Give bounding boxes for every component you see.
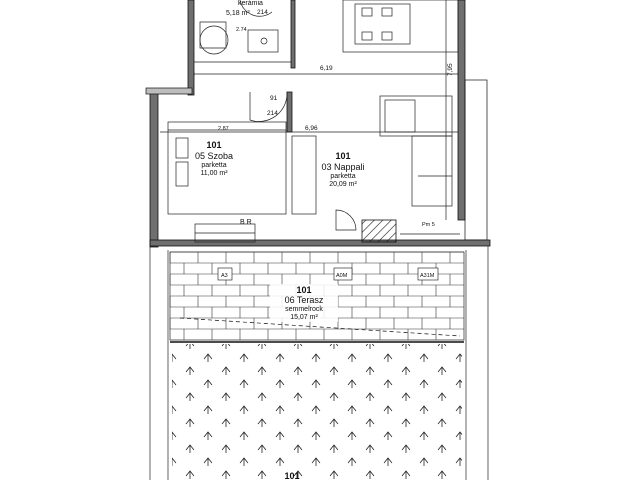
- svg-text:101: 101: [206, 140, 221, 150]
- room-label-living: 101 03 Nappali parketta 20,09 m²: [321, 151, 364, 188]
- svg-text:parketta: parketta: [201, 162, 226, 169]
- tag-a0m: A0M: [336, 273, 348, 279]
- dimension-lines: 6,19 7,95 2.87 6,96 91 214: [160, 0, 459, 220]
- bath-floor: kerámia: [238, 0, 263, 7]
- svg-text:15,07 m²: 15,07 m²: [290, 314, 318, 321]
- dining-area: [342, 0, 459, 53]
- wardrobe: [291, 135, 317, 215]
- slope-line: [179, 317, 461, 337]
- hatched-block: [361, 219, 397, 243]
- bathroom: kerámia 5,18 m² 214 2.74: [194, 0, 291, 63]
- svg-text:20,09 m²: 20,09 m²: [329, 181, 357, 188]
- terrace-tags: A3 A0M A31M: [217, 267, 439, 281]
- room-label-terrace: 101 06 Terasz semmelrock 15,07 m²: [270, 284, 338, 322]
- dim-bedroom-width: 2.87: [218, 126, 229, 132]
- svg-text:03 Nappali: 03 Nappali: [321, 162, 364, 172]
- svg-text:101: 101: [335, 151, 350, 161]
- svg-text:06 Terasz: 06 Terasz: [285, 295, 324, 305]
- svg-text:05 Szoba: 05 Szoba: [195, 151, 233, 161]
- exterior-walls: [145, 0, 491, 248]
- tag-a3: A3: [221, 273, 228, 279]
- svg-text:11,00 m²: 11,00 m²: [200, 170, 228, 177]
- bottom-openings: B R Pm 5: [194, 219, 460, 243]
- sofa: [379, 95, 453, 207]
- dim-door-w: 91: [270, 95, 278, 102]
- dim-height-right: 7,95: [447, 63, 454, 76]
- dim-bath-small: 2.74: [236, 27, 247, 33]
- label-pm: Pm 5: [422, 222, 435, 228]
- dim-width-mid: 6,96: [305, 125, 318, 132]
- dim-door-h: 214: [267, 110, 278, 117]
- bedroom-bed: [167, 121, 287, 215]
- label-br: B R: [240, 219, 252, 226]
- svg-text:101: 101: [296, 285, 311, 295]
- room-label-lower: 101: [284, 471, 299, 480]
- doors: [249, 91, 357, 231]
- dim-top-door: 214: [257, 9, 268, 16]
- tag-a31m: A31M: [420, 273, 435, 279]
- svg-text:parketta: parketta: [330, 173, 355, 180]
- lawn: [172, 344, 462, 480]
- svg-text:semmelrock: semmelrock: [285, 306, 323, 313]
- bath-area: 5,18 m²: [226, 10, 250, 17]
- svg-text:101: 101: [284, 471, 299, 480]
- room-label-bedroom: 101 05 Szoba parketta 11,00 m²: [195, 140, 233, 177]
- dim-width-upper: 6,19: [320, 65, 333, 72]
